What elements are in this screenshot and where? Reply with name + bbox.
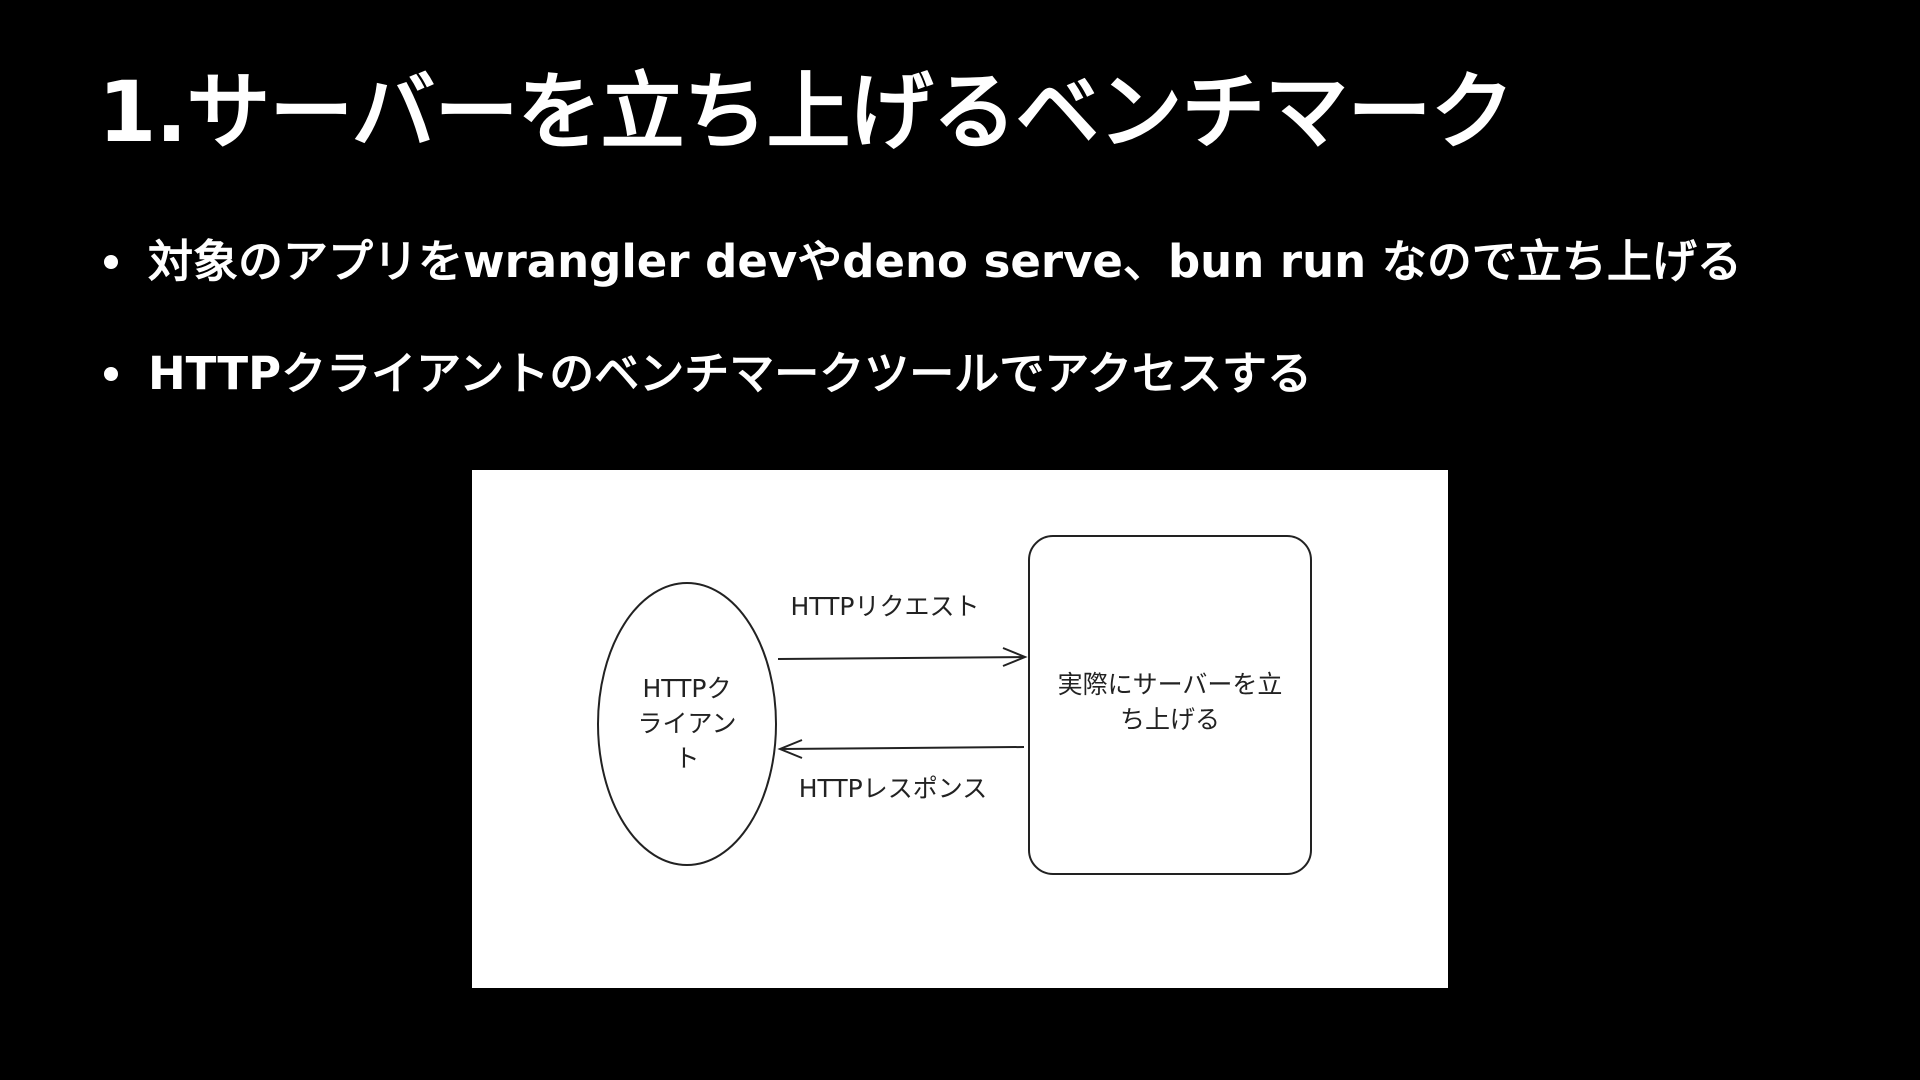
bullet-text: 対象のアプリをwrangler devやdeno serve、bun run な…	[148, 235, 1742, 288]
response-label: HTTPレスポンス	[799, 774, 987, 803]
response-arrowhead-icon	[777, 739, 803, 759]
bullet-list: 対象のアプリをwrangler devやdeno serve、bun run な…	[100, 232, 1742, 456]
response-arrow	[779, 746, 1025, 750]
diagram-panel: HTTPク ライアン ト 実際にサーバーを立 ち上げる HTTPリクエスト HT…	[472, 470, 1448, 988]
client-ellipse	[597, 582, 777, 866]
server-box	[1028, 535, 1312, 875]
client-label-line: ト	[674, 744, 699, 773]
server-label-line: 実際にサーバーを立	[1058, 670, 1283, 699]
client-label-line: ライアン	[637, 709, 736, 738]
server-label-line: ち上げる	[1120, 705, 1220, 734]
request-arrowhead-icon	[1002, 647, 1028, 667]
bullet-dot-icon	[104, 367, 118, 381]
bullet-text: HTTPクライアントのベンチマークツールでアクセスする	[148, 347, 1313, 400]
client-server-diagram: HTTPク ライアン ト 実際にサーバーを立 ち上げる HTTPリクエスト HT…	[597, 535, 1312, 875]
slide-title: 1.サーバーを立ち上げるベンチマーク	[98, 63, 1515, 161]
bullet-item: HTTPクライアントのベンチマークツールでアクセスする	[100, 344, 1742, 404]
bullet-item: 対象のアプリをwrangler devやdeno serve、bun run な…	[100, 232, 1742, 292]
bullet-dot-icon	[104, 255, 118, 269]
request-arrow	[777, 656, 1026, 660]
request-label: HTTPリクエスト	[791, 592, 980, 621]
client-label-line: HTTPク	[643, 674, 732, 703]
